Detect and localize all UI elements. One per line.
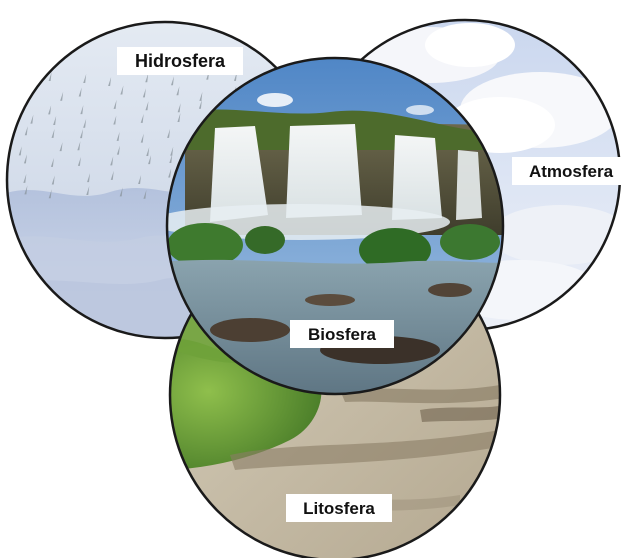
raindrop xyxy=(59,142,63,152)
raindrop xyxy=(23,74,27,84)
raindrop xyxy=(77,141,81,151)
raindrop xyxy=(80,129,84,139)
raindrop xyxy=(83,74,87,84)
label-atmosfera: Atmosfera xyxy=(512,157,632,185)
raindrop xyxy=(108,77,112,87)
raindrop xyxy=(170,146,174,156)
raindrop xyxy=(177,103,181,113)
label-litosfera: Litosfera xyxy=(286,494,392,522)
raindrop xyxy=(113,115,117,125)
raindrop xyxy=(60,91,64,101)
raindrop xyxy=(116,131,120,141)
raindrop xyxy=(53,115,57,125)
raindrop xyxy=(145,73,149,83)
raindrop xyxy=(50,157,54,167)
raindrop xyxy=(113,99,117,109)
raindrop xyxy=(138,175,142,185)
raindrop xyxy=(78,87,82,97)
raindrop xyxy=(146,146,150,156)
raindrop xyxy=(19,84,23,94)
raindrop xyxy=(18,146,22,156)
raindrop xyxy=(80,105,84,115)
raindrop xyxy=(51,128,55,138)
raindrop xyxy=(51,175,55,185)
raindrop xyxy=(140,133,144,143)
raindrop xyxy=(48,189,52,199)
raindrop xyxy=(23,173,27,183)
raindrop xyxy=(116,145,120,155)
raindrop xyxy=(168,168,172,178)
raindrop xyxy=(48,71,52,81)
raindrop xyxy=(83,118,87,128)
raindrop xyxy=(198,99,202,109)
label-hidrosfera: Hidrosfera xyxy=(117,47,243,75)
raindrop xyxy=(119,187,123,197)
label-hidrosfera-text: Hidrosfera xyxy=(135,51,226,71)
raindrop xyxy=(167,128,171,138)
raindrop xyxy=(77,156,81,166)
raindrop xyxy=(110,156,114,166)
raindrop xyxy=(87,173,91,183)
raindrop xyxy=(142,88,146,98)
raindrop xyxy=(169,154,173,164)
raindrop xyxy=(143,189,147,199)
raindrop xyxy=(148,155,152,165)
raindrop xyxy=(48,105,52,115)
raindrop xyxy=(23,154,27,164)
raindrop xyxy=(176,86,180,96)
label-biosfera: Biosfera xyxy=(290,320,394,348)
raindrop xyxy=(177,113,181,123)
raindrop xyxy=(140,113,144,123)
raindrop xyxy=(199,91,203,101)
raindrop xyxy=(120,85,124,95)
raindrop xyxy=(24,126,28,136)
biosfera-sphere xyxy=(165,56,505,396)
label-atmosfera-text: Atmosfera xyxy=(529,162,614,181)
raindrop xyxy=(86,185,90,195)
label-litosfera-text: Litosfera xyxy=(303,499,375,518)
raindrop xyxy=(170,76,174,86)
raindrop xyxy=(24,185,28,195)
label-biosfera-text: Biosfera xyxy=(308,325,377,344)
raindrop xyxy=(145,101,149,111)
raindrop xyxy=(30,114,34,124)
raindrop xyxy=(110,170,114,180)
